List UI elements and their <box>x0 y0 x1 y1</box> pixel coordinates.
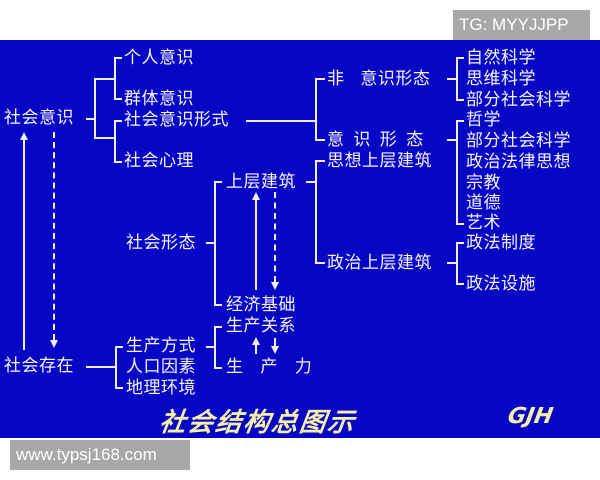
node-religion: 宗教 <box>466 173 501 193</box>
node-productive-forces: 生 产 力 <box>226 357 318 377</box>
connector <box>214 181 222 183</box>
connector <box>115 346 123 348</box>
connector <box>315 160 317 263</box>
determines-arrow-line <box>255 200 257 290</box>
node-economic-base: 经济基础 <box>226 295 296 315</box>
connector <box>306 181 316 183</box>
connector <box>447 262 457 264</box>
connector <box>114 120 116 162</box>
arrow-up-icon <box>20 132 28 140</box>
reacts-arrow-line <box>274 192 276 282</box>
connector <box>315 78 317 140</box>
node-individual-consciousness: 个人意识 <box>124 48 194 68</box>
connector <box>214 326 222 328</box>
connector <box>115 387 123 389</box>
node-ideology: 意 识 形 态 <box>327 130 426 150</box>
node-non-ideology: 非 意识形态 <box>327 69 431 89</box>
connector <box>86 366 116 368</box>
arrow-up-icon <box>252 192 260 200</box>
connector <box>206 242 215 244</box>
consciousness-reacts-line <box>53 132 55 340</box>
connector <box>315 139 325 141</box>
node-art: 艺术 <box>466 213 501 233</box>
diagram-board: 社会意识 个人意识 群体意识 社会意识形式 社会心理 非 意识形态 意 识 形 … <box>0 40 600 438</box>
node-social-psychology: 社会心理 <box>124 151 194 171</box>
author-signature: GJH <box>505 404 555 429</box>
node-forms-of-consciousness: 社会意识形式 <box>124 110 229 130</box>
watermark-bottom: www.typsj168.com <box>10 440 190 470</box>
node-partial-social-science-2: 部分社会科学 <box>466 131 571 151</box>
connector <box>214 367 222 369</box>
node-relations-of-production: 生产关系 <box>226 316 296 336</box>
connector <box>456 283 464 285</box>
node-superstructure: 上层建筑 <box>226 172 296 192</box>
connector <box>115 346 117 388</box>
connector <box>315 160 325 162</box>
connector <box>114 57 116 99</box>
forces-arrow-line <box>255 344 257 354</box>
connector <box>94 137 114 139</box>
connector <box>456 120 464 122</box>
node-geographic-environment: 地理环境 <box>126 378 196 398</box>
node-morality: 道德 <box>466 193 501 213</box>
node-group-consciousness: 群体意识 <box>124 89 194 109</box>
node-thinking-science: 思维科学 <box>466 69 536 89</box>
connector <box>456 223 464 225</box>
node-partial-social-science-1: 部分社会科学 <box>466 90 571 110</box>
connector <box>456 99 464 101</box>
connector <box>114 57 122 59</box>
node-mode-of-production: 生产方式 <box>126 336 196 356</box>
connector <box>214 181 216 305</box>
node-political-legal-system: 政法制度 <box>466 233 536 253</box>
arrow-down-icon <box>50 340 58 348</box>
connector <box>447 78 457 80</box>
existence-determines-line <box>23 140 25 350</box>
node-ideological-superstructure: 思想上层建筑 <box>327 151 432 171</box>
connector <box>94 78 96 138</box>
connector <box>456 120 458 224</box>
connector <box>447 139 457 141</box>
connector <box>315 78 325 80</box>
arrow-down-icon <box>271 346 279 354</box>
node-social-formation: 社会形态 <box>126 233 196 253</box>
node-social-existence: 社会存在 <box>4 356 74 376</box>
watermark-top: TG: MYYJJPP <box>453 10 590 40</box>
node-political-legal-facilities: 政法设施 <box>466 274 536 294</box>
connector <box>114 161 122 163</box>
node-political-superstructure: 政治上层建筑 <box>327 253 432 273</box>
connector <box>456 242 458 284</box>
node-natural-science: 自然科学 <box>466 48 536 68</box>
node-social-consciousness: 社会意识 <box>4 108 74 128</box>
node-philosophy: 哲学 <box>466 110 501 130</box>
diagram-title: 社会结构总图示 <box>157 408 358 438</box>
connector <box>456 57 458 100</box>
connector <box>456 242 464 244</box>
connector <box>214 326 216 368</box>
connector <box>214 304 222 306</box>
connector <box>86 118 95 120</box>
connector <box>94 78 114 80</box>
arrow-down-icon <box>271 282 279 290</box>
connector <box>114 98 122 100</box>
relations-arrow-line <box>274 338 276 347</box>
connector <box>114 120 122 122</box>
connector <box>315 262 325 264</box>
connector <box>456 57 464 59</box>
node-political-legal-thought: 政治法律思想 <box>466 152 571 172</box>
arrow-up-icon <box>252 337 260 345</box>
connector <box>206 346 215 348</box>
connector <box>246 120 316 122</box>
node-population-factor: 人口因素 <box>126 357 196 377</box>
